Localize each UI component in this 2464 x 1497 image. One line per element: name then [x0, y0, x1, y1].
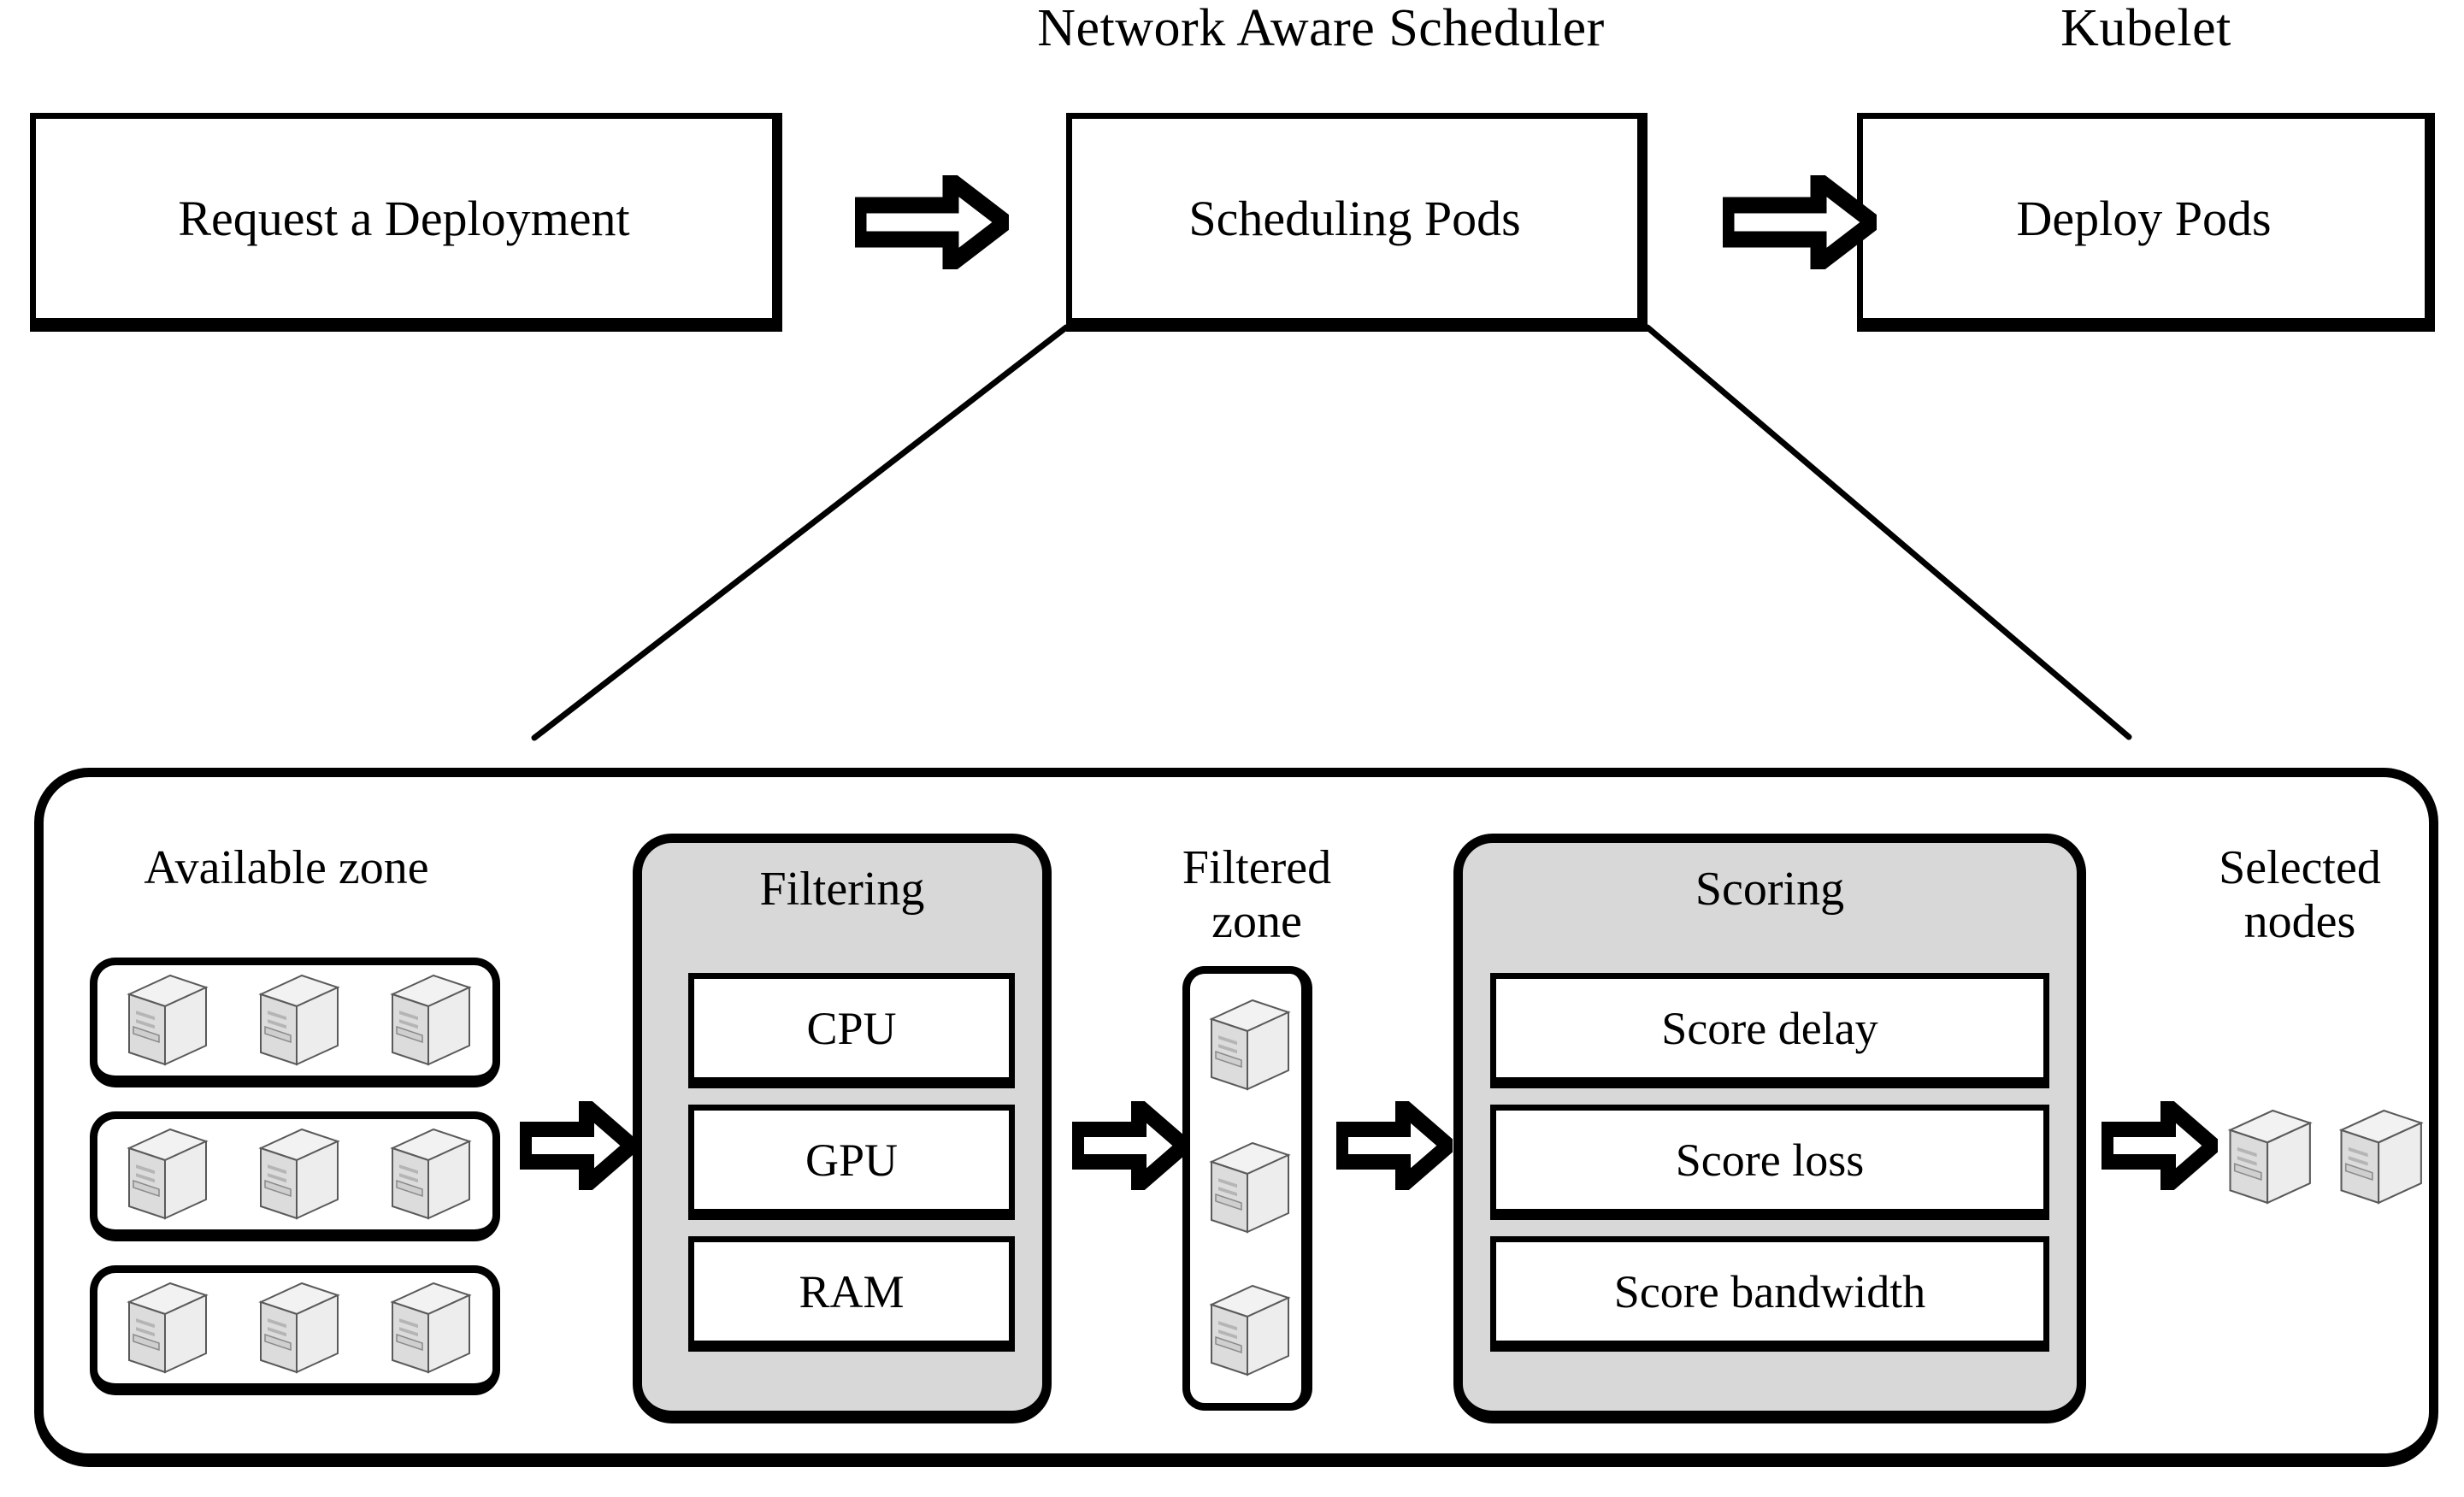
- available-zone-row-3[interactable]: [90, 1265, 500, 1395]
- filtered-zone-rack[interactable]: [1182, 966, 1312, 1411]
- score-item-delay[interactable]: Score delay: [1490, 973, 2049, 1088]
- filter-item-gpu[interactable]: GPU: [688, 1105, 1015, 1220]
- server-icon: [117, 1123, 209, 1227]
- available-zone-row-2[interactable]: [90, 1111, 500, 1241]
- filter-item-ram-label: RAM: [799, 1265, 905, 1317]
- process-box-scheduling-pods[interactable]: Scheduling Pods: [1066, 113, 1648, 332]
- arrow-scheduling-to-kubelet: [1723, 175, 1877, 269]
- server-icon: [1200, 1133, 1292, 1244]
- arrow-request-to-scheduling: [855, 175, 1009, 269]
- server-icon: [2329, 1103, 2425, 1212]
- server-icon: [380, 1276, 473, 1381]
- selected-nodes-group[interactable]: [2218, 1084, 2440, 1212]
- arrow-filtering-to-filtered: [1072, 1101, 1188, 1190]
- server-icon: [249, 1276, 341, 1381]
- arrow-scoring-to-selected: [2101, 1101, 2218, 1190]
- group-label-kubelet: Kubelet: [2060, 0, 2231, 57]
- server-icon: [380, 1123, 473, 1227]
- filtering-title: Filtering: [759, 863, 925, 916]
- connector-scheduling-left: [531, 324, 1070, 741]
- process-box-request-a-deployment[interactable]: Request a Deployment: [30, 113, 782, 332]
- process-box-request-a-deployment-label: Request a Deployment: [178, 190, 630, 246]
- arrow-filtered-to-scoring: [1336, 1101, 1453, 1190]
- filtered-zone-caption: Filtered zone: [1182, 841, 1332, 948]
- filter-item-ram[interactable]: RAM: [688, 1236, 1015, 1352]
- server-icon: [117, 969, 209, 1073]
- process-box-scheduling-pods-label: Scheduling Pods: [1188, 190, 1521, 246]
- selected-nodes-caption: Selected nodes: [2219, 841, 2381, 948]
- filter-item-cpu[interactable]: CPU: [688, 973, 1015, 1088]
- server-icon: [380, 969, 473, 1073]
- server-icon: [249, 969, 341, 1073]
- group-label-network-aware-scheduler: Network Aware Scheduler: [1037, 0, 1605, 57]
- available-zone-caption: Available zone: [144, 841, 429, 894]
- server-icon: [249, 1123, 341, 1227]
- filtering-panel: Filtering CPU GPU RAM: [633, 834, 1052, 1423]
- score-item-bandwidth-label: Score bandwidth: [1613, 1265, 1926, 1317]
- score-item-loss[interactable]: Score loss: [1490, 1105, 2049, 1220]
- score-item-bandwidth[interactable]: Score bandwidth: [1490, 1236, 2049, 1352]
- filter-item-gpu-label: GPU: [805, 1134, 899, 1186]
- server-icon: [2218, 1103, 2314, 1212]
- server-icon: [1200, 1276, 1292, 1387]
- score-item-loss-label: Score loss: [1675, 1134, 1865, 1186]
- connector-scheduling-right: [1644, 324, 2132, 740]
- server-icon: [1200, 990, 1292, 1101]
- available-zone-row-1[interactable]: [90, 958, 500, 1087]
- scoring-title: Scoring: [1695, 863, 1845, 916]
- filter-item-cpu-label: CPU: [806, 1002, 897, 1054]
- score-item-delay-label: Score delay: [1661, 1002, 1878, 1054]
- server-icon: [117, 1276, 209, 1381]
- process-box-deploy-pods[interactable]: Deploy Pods: [1857, 113, 2435, 332]
- scoring-panel: Scoring Score delay Score loss Score ban…: [1453, 834, 2086, 1423]
- arrow-available-to-filtering: [520, 1101, 636, 1190]
- process-box-deploy-pods-label: Deploy Pods: [2016, 190, 2272, 246]
